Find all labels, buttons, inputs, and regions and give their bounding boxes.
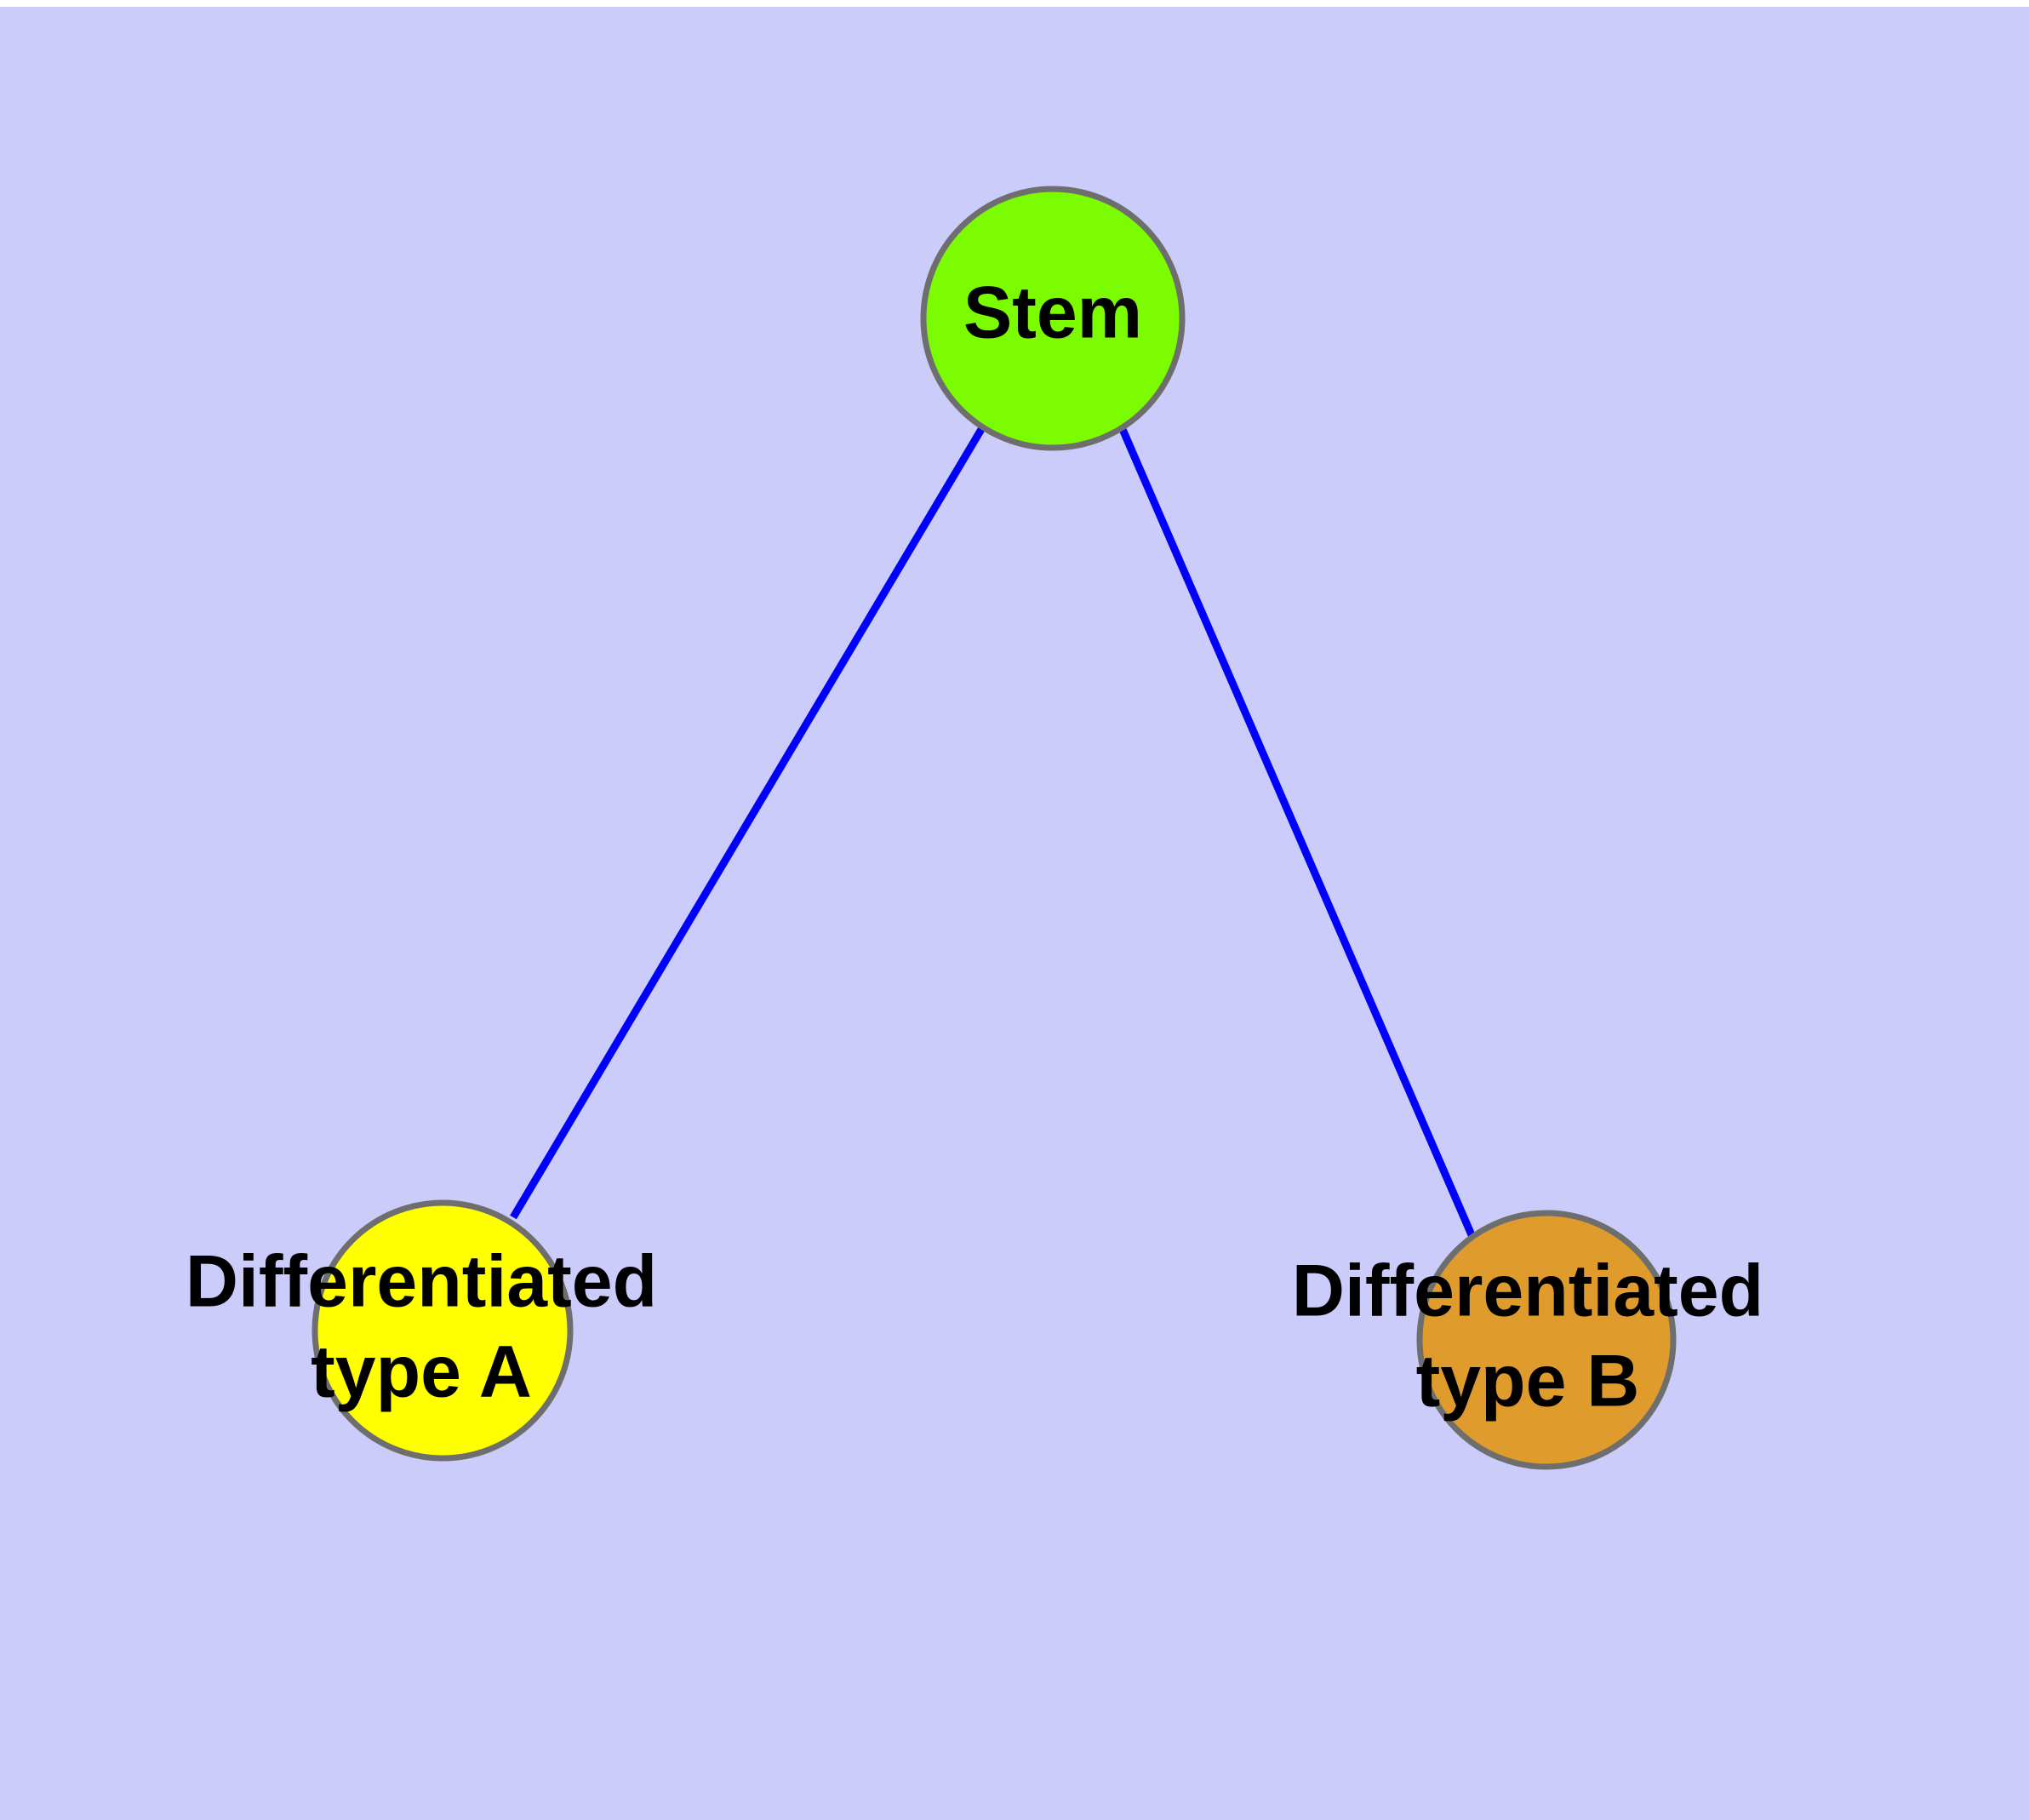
node-diff-b-circle[interactable] bbox=[1416, 1210, 1677, 1470]
node-stem-label: Stem bbox=[963, 272, 1142, 354]
node-diff-a-label-line-2: type A bbox=[311, 1331, 532, 1413]
edge-stem-to-diff-a[interactable] bbox=[510, 424, 986, 1220]
node-stem[interactable] bbox=[920, 186, 1186, 451]
node-diff-b-label-line-2: type B bbox=[1416, 1341, 1640, 1422]
node-diff-b[interactable] bbox=[1416, 1210, 1677, 1470]
node-diff-a[interactable] bbox=[311, 1199, 574, 1462]
node-diff-a-label-line-1: Differentiated bbox=[186, 1241, 657, 1323]
edges-layer bbox=[510, 424, 1477, 1239]
node-diff-a-label: Differentiated type A bbox=[186, 1241, 657, 1413]
labels-layer: Stem Differentiated type A Differentiate… bbox=[186, 272, 1763, 1422]
node-stem-circle[interactable] bbox=[920, 186, 1186, 451]
nodes-layer bbox=[311, 186, 1677, 1470]
edge-stem-to-diff-b[interactable] bbox=[1117, 426, 1477, 1239]
node-diff-b-label: Differentiated type B bbox=[1292, 1251, 1763, 1422]
node-diff-b-label-line-1: Differentiated bbox=[1292, 1251, 1763, 1332]
node-diff-a-circle[interactable] bbox=[311, 1199, 574, 1462]
